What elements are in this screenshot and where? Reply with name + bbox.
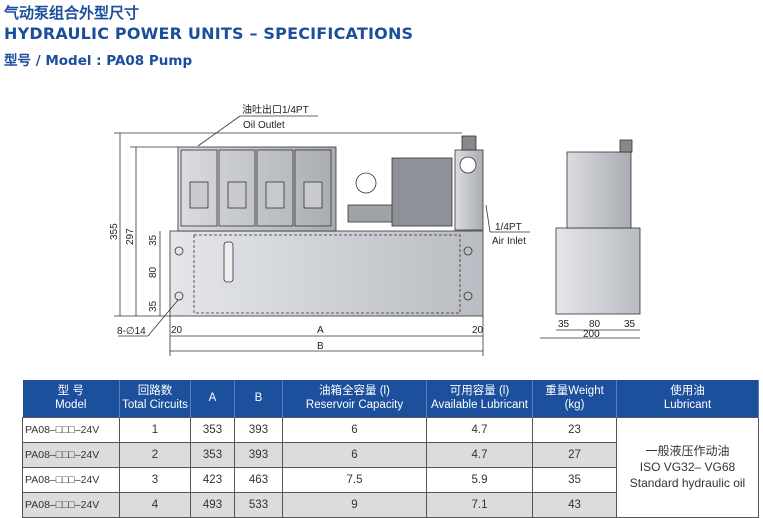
side-dim-200: 200 [583,329,600,340]
side-view-unit [566,151,632,229]
cell-reservoir: 6 [282,416,427,443]
cell-a: 353 [190,416,235,443]
air-inlet-size: 1/4PT [495,222,522,233]
cell-weight: 35 [532,466,617,493]
col-available: 可用容量 (l)Available Lubricant [426,380,533,417]
cell-model: PA08–□□□–24V [22,441,120,468]
title-en: HYDRAULIC POWER UNITS – SPECIFICATIONS [4,24,414,43]
reservoir-tank [169,230,484,317]
side-dim-35-right: 35 [624,319,636,330]
dim-20-right: 20 [472,325,484,336]
hole-spec: 8-∅14 [117,326,146,337]
col-a: A [190,380,235,417]
dim-35-top: 35 [148,234,159,246]
oil-outlet-cn: 油吐出口1/4PT [242,103,309,116]
oil-outlet-en: Oil Outlet [243,120,285,131]
cell-b: 393 [234,416,283,443]
cell-weight: 27 [532,441,617,468]
cell-reservoir: 9 [282,491,427,518]
cell-b: 533 [234,491,283,518]
cell-weight: 23 [532,416,617,443]
cell-weight: 43 [532,491,617,518]
cell-available: 7.1 [426,491,533,518]
cell-a: 423 [190,466,235,493]
motor [391,157,453,227]
title-cn: 气动泵组合外型尺寸 [4,4,140,22]
sight-glass [223,241,234,283]
cell-circuits: 3 [119,466,191,493]
cell-circuits: 4 [119,491,191,518]
air-inlet-en: Air Inlet [492,236,526,247]
mount-holes [174,246,473,301]
col-weight: 重量Weight(kg) [532,380,617,417]
cell-b: 463 [234,466,283,493]
side-view-tank [555,227,641,315]
dim-80: 80 [148,266,159,278]
dim-20-left: 20 [171,325,183,336]
side-dim-80: 80 [589,319,601,330]
col-b: B [234,380,283,417]
dim-b: B [317,341,324,352]
cell-available: 4.7 [426,416,533,443]
dim-297: 297 [125,228,136,245]
cell-model: PA08–□□□–24V [22,466,120,493]
table-row: PA08–□□□–24V 2 353 393 6 4.7 27 [22,441,759,468]
table-row: PA08–□□□–24V 4 493 533 9 7.1 43 [22,491,759,518]
cell-available: 5.9 [426,466,533,493]
side-dim-35-left: 35 [558,319,570,330]
cell-b: 393 [234,441,283,468]
cell-a: 493 [190,491,235,518]
pressure-gauge [355,172,377,194]
cell-circuits: 1 [119,416,191,443]
cell-model: PA08–□□□–24V [22,491,120,518]
cell-available: 4.7 [426,441,533,468]
cell-a: 353 [190,441,235,468]
cell-reservoir: 6 [282,441,427,468]
dimension-drawing: 油吐出口1/4PT Oil Outlet 1/4PT Air Inlet 355… [109,103,641,356]
dim-355: 355 [109,223,120,240]
model-title: 型号 / Model : PA08 Pump [4,53,193,69]
cell-reservoir: 7.5 [282,466,427,493]
dim-a: A [317,325,324,336]
cell-circuits: 2 [119,441,191,468]
cell-model: PA08–□□□–24V [22,416,120,443]
col-reservoir: 油箱全容量 (l)Reservoir Capacity [282,380,427,417]
dim-35-bottom: 35 [148,300,159,312]
